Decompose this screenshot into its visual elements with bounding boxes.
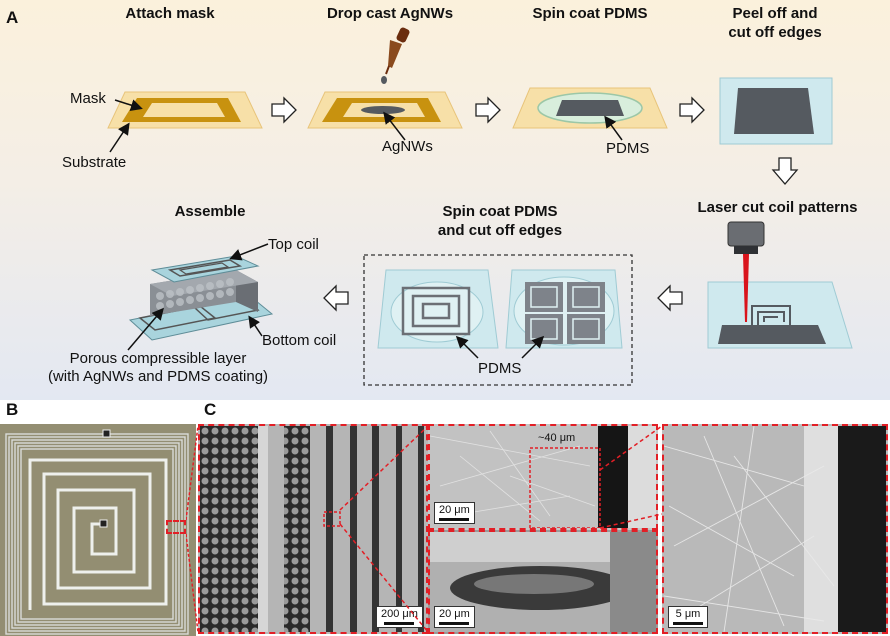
laser-head [727, 221, 765, 247]
sem-high-mag: 5 μm [662, 424, 888, 634]
label-porous-layer: Porous compressible layer (with AgNWs an… [8, 350, 308, 386]
sem-low-mag: 200 μm [198, 424, 428, 634]
step6-four-coils [505, 269, 623, 349]
sem-high-mag-svg [664, 426, 886, 632]
panel-b-zoom-box [166, 520, 186, 534]
agnws-puddle [361, 106, 405, 114]
label-mask: Mask [70, 90, 106, 107]
gap-annotation: ~40 μm [538, 432, 576, 444]
bottom-coil-pointer [248, 315, 263, 337]
pdms-pointer-2b [521, 335, 545, 359]
step6-dashed-frame [363, 254, 633, 386]
pipette-icon [381, 27, 410, 84]
step-title-peel-off: Peel off and cut off edges [700, 4, 850, 42]
sem-cross-section: 20 μm [428, 530, 658, 634]
coil-photo-svg [0, 424, 196, 636]
step4-illustration [719, 77, 833, 145]
mask-pointer [114, 99, 143, 111]
step-title-attach-mask: Attach mask [125, 5, 215, 22]
label-pdms-1: PDMS [606, 140, 650, 157]
panel-a: A Attach mask Drop cast AgNWs Spin coat … [0, 0, 890, 400]
step2-illustration [307, 91, 463, 129]
scale-bar-20um-top: 20 μm [434, 502, 475, 524]
panel-label-b: B [6, 400, 19, 419]
panel-b-photo [0, 424, 196, 636]
step-title-spin-coat-cut: Spin coat PDMS and cut off edges [410, 202, 590, 240]
flow-arrow-down [771, 157, 799, 185]
panel-label-c: C [204, 400, 217, 419]
step-title-peel-off-line1: Peel off and [732, 5, 818, 22]
flow-arrow-2 [475, 96, 501, 124]
label-substrate: Substrate [62, 154, 127, 171]
agnws-pointer [383, 111, 406, 141]
scale-bar-5um: 5 μm [668, 606, 708, 628]
panel-label-a: A [6, 8, 19, 27]
label-top-coil: Top coil [268, 236, 319, 253]
assembly-illustration [128, 255, 274, 341]
scale-bar-200um-label: 200 μm [381, 608, 418, 620]
mask-opening [143, 103, 225, 117]
scale-bar-20um-top-label: 20 μm [439, 504, 470, 516]
step-title-laser-cut: Laser cut coil patterns [697, 199, 858, 216]
top-coil-pointer [229, 243, 269, 261]
sem-low-mag-svg [200, 426, 426, 632]
scale-bar-5um-label: 5 μm [675, 608, 701, 620]
step-title-drop-cast: Drop cast AgNWs [326, 5, 454, 22]
step3-illustration [512, 87, 668, 129]
label-porous-layer-line2: (with AgNWs and PDMS coating) [47, 368, 269, 385]
panel-c-connector-lines [339, 425, 663, 633]
flow-arrow-3 [679, 96, 705, 124]
flow-arrow-left-1 [657, 284, 683, 312]
pdms-pointer-2a [455, 335, 479, 359]
step-title-spin-coat-cut-line2: and cut off edges [437, 222, 563, 239]
step6-single-coil [377, 269, 499, 349]
label-agnws: AgNWs [382, 138, 433, 155]
step-title-assemble: Assemble [174, 203, 246, 220]
agnws-film [734, 88, 814, 134]
porous-layer-pointer [127, 307, 164, 351]
pdms-pointer-1 [604, 115, 623, 141]
step1-illustration [107, 91, 263, 129]
substrate-pointer [109, 122, 130, 153]
step-title-spin-coat: Spin coat PDMS [532, 5, 648, 22]
scale-bar-20um-bottom: 20 μm [434, 606, 475, 628]
flow-arrow-left-2 [323, 284, 349, 312]
process-flow-diagram [107, 27, 853, 386]
laser-beam [743, 254, 749, 322]
label-bottom-coil: Bottom coil [262, 332, 337, 349]
step5-illustration [707, 221, 853, 349]
label-pdms-2: PDMS [478, 360, 522, 377]
scale-bar-20um-bottom-label: 20 μm [439, 608, 470, 620]
sem-mid-mag-top: ~40 μm 20 μm [428, 424, 658, 530]
panel-b-to-c-lines [186, 425, 199, 633]
step-title-spin-coat-cut-line1: Spin coat PDMS [442, 203, 558, 220]
step-title-peel-off-line2: cut off edges [728, 24, 822, 41]
flow-arrow-1 [271, 96, 297, 124]
label-porous-layer-line1: Porous compressible layer [69, 350, 247, 367]
